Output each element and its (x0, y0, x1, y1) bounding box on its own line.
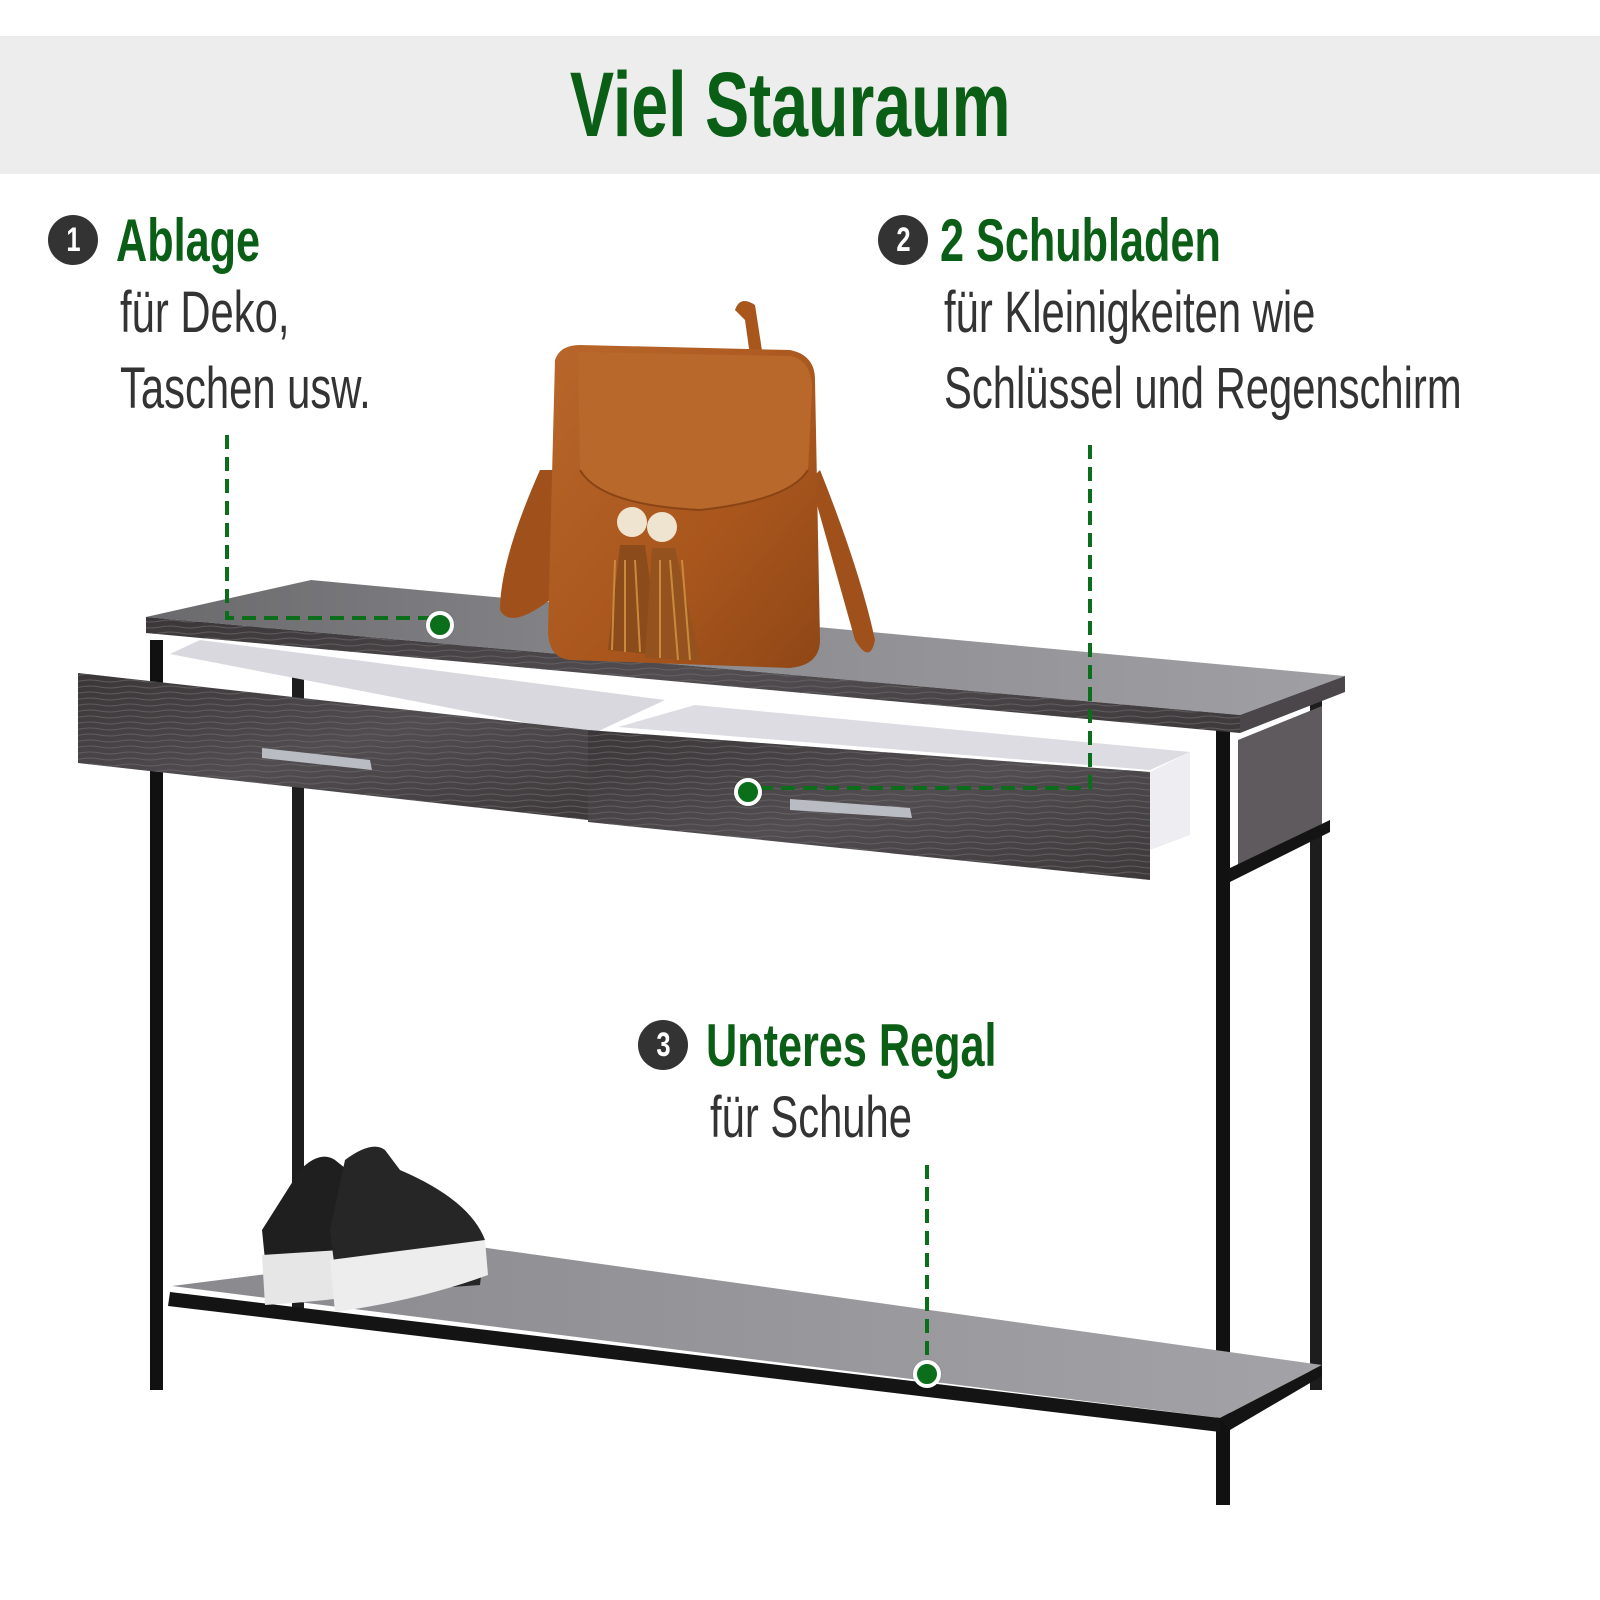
backpack (500, 301, 875, 668)
number-badge-2: 2 (878, 215, 928, 265)
callout-heading: 2 Schubladen (940, 206, 1221, 274)
callout-line: für Kleinigkeiten wie (944, 280, 1316, 345)
table-legs (150, 640, 1322, 1505)
number-badge-3: 3 (638, 1020, 688, 1070)
callout-line: Schlüssel und Regenschirm (944, 356, 1462, 421)
marker-dot-drawer (734, 778, 762, 806)
callout-heading: Ablage (116, 206, 261, 274)
bottom-shelf (168, 1247, 1322, 1432)
page-title: Viel Stauraum (569, 53, 1011, 156)
sneakers (262, 1146, 488, 1312)
callout-heading: Unteres Regal (706, 1011, 997, 1079)
callout-unteres-regal: 3 Unteres Regal für Schuhe (638, 1010, 1109, 1156)
callout-schubladen: 2 2 Schubladen für Kleinigkeiten wie Sch… (878, 205, 1600, 427)
callout-line: für Schuhe (710, 1085, 912, 1150)
callout-line: für Deko, (120, 280, 290, 345)
title-banner (0, 36, 1600, 174)
drawer-right (588, 705, 1190, 880)
drawer-left (78, 640, 665, 820)
leader-lines (225, 435, 1092, 1370)
number-badge-1: 1 (48, 215, 98, 265)
marker-dot-bottom-shelf (913, 1360, 941, 1388)
callout-ablage: 1 Ablage für Deko, Taschen usw. (48, 205, 468, 427)
marker-dot-tabletop (426, 611, 454, 639)
callout-line: Taschen usw. (120, 356, 371, 421)
